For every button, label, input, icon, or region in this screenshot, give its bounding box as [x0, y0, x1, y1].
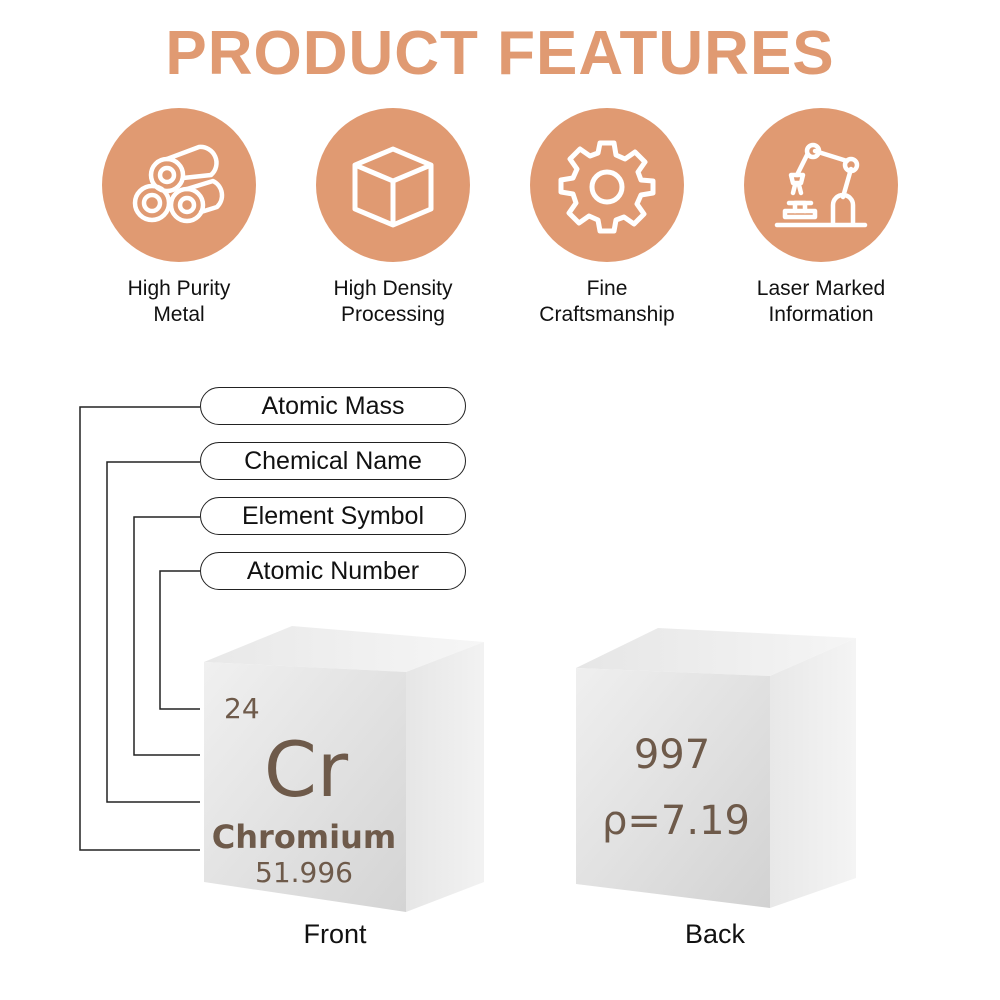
feature-label: High Density Processing — [333, 277, 453, 326]
feature-laser-marked: Laser Marked Information — [721, 108, 921, 328]
feature-label: Fine Craftsmanship — [539, 277, 675, 326]
metal-rods-icon — [132, 144, 225, 224]
feature-label: High Purity Metal — [127, 277, 231, 326]
callout-atomic-number: Atomic Number — [200, 552, 466, 590]
feature-high-purity: High Purity Metal — [79, 108, 279, 328]
back-cube: 997 ρ=7.19 — [576, 628, 856, 908]
cube-icon — [352, 146, 434, 228]
leader-element-symbol — [133, 516, 200, 756]
atomic-mass-text: 51.996 — [255, 856, 353, 889]
front-cube: 24 Cr Chromium 51.996 — [204, 626, 484, 912]
density-text: ρ=7.19 — [602, 798, 750, 844]
back-caption: Back — [684, 919, 746, 949]
cube-front-face — [204, 662, 406, 912]
leader-atomic-mass — [79, 406, 200, 851]
feature-circle — [744, 108, 898, 262]
cube-top-face — [576, 628, 856, 676]
page-title: PRODUCT FEATURES — [165, 19, 835, 88]
feature-circle — [316, 108, 470, 262]
leader-chemical-name — [106, 461, 200, 803]
feature-circle — [102, 108, 256, 262]
feature-circle — [530, 108, 684, 262]
leader-atomic-number — [159, 570, 200, 710]
atomic-number-text: 24 — [224, 692, 260, 725]
cube-top-face — [204, 626, 484, 672]
gear-icon — [558, 140, 656, 234]
feature-fine-craftsmanship: Fine Craftsmanship — [507, 108, 707, 328]
callout-atomic-mass: Atomic Mass — [200, 387, 466, 425]
callout-element-symbol: Element Symbol — [200, 497, 466, 535]
feature-high-density: High Density Processing — [293, 108, 493, 328]
cube-side-face — [770, 638, 856, 908]
element-symbol-text: Cr — [264, 725, 349, 814]
callout-chemical-name: Chemical Name — [200, 442, 466, 480]
front-caption: Front — [303, 919, 367, 949]
feature-label: Laser Marked Information — [756, 277, 886, 326]
cube-front-face — [576, 668, 770, 908]
chemical-name-text: Chromium — [212, 818, 396, 856]
cube-side-face — [406, 642, 484, 912]
robot-arm-icon — [774, 142, 868, 228]
purity-text: 997 — [634, 732, 710, 778]
